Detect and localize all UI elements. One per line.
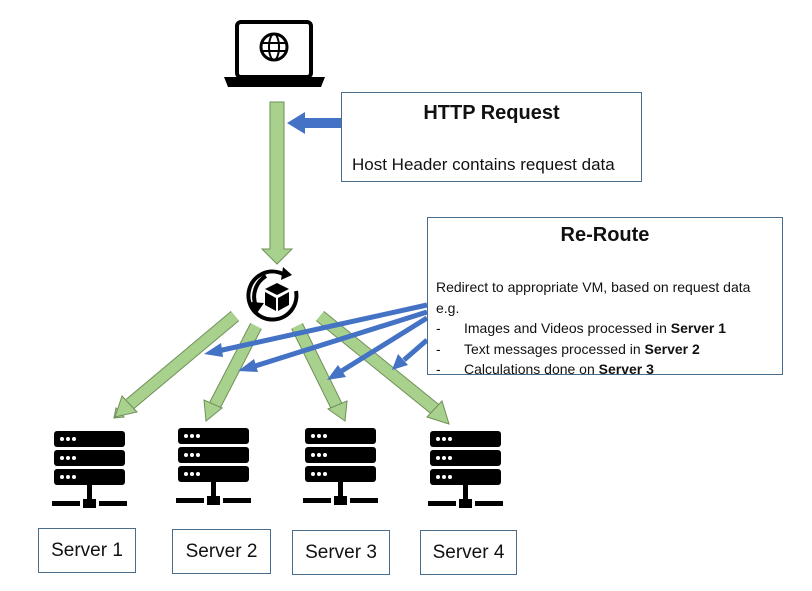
rule-target: Server 2 (644, 340, 700, 357)
http-request-arrow (287, 112, 341, 134)
server-rack-icon-3 (303, 428, 378, 505)
reroute-rule-3: - Calculations done on Server 3 (436, 359, 778, 380)
http-request-description: Host Header contains request data (352, 155, 615, 174)
rule-text: Text messages processed in (464, 340, 645, 357)
http-request-box: HTTP Request Host Header contains reques… (341, 92, 642, 182)
redirect-arrows (204, 302, 429, 380)
server-label-1: Server 1 (38, 528, 136, 573)
request-flow-arrow (260, 101, 294, 265)
route-arrow-server-1-shaft (114, 311, 240, 418)
rule-target: Server 3 (598, 361, 654, 377)
reroute-description: Redirect to appropriate VM, based on req… (436, 277, 778, 380)
server-label-2: Server 2 (172, 529, 271, 574)
reroute-title: Re-Route (560, 224, 650, 246)
bullet-dash: - (436, 340, 441, 357)
bullet-dash: - (436, 320, 441, 336)
server-label-4: Server 4 (420, 530, 517, 575)
route-arrow-server-3 (291, 323, 348, 422)
server-rack-icon-1 (52, 431, 127, 508)
reroute-eg: e.g. (436, 299, 460, 316)
route-arrow-server-2 (203, 323, 262, 422)
bullet-dash: - (436, 361, 441, 377)
http-request-title: HTTP Request (423, 102, 560, 124)
rule-target: Server 1 (670, 320, 727, 336)
route-arrow-server-4 (315, 310, 450, 425)
server-rack-icon-4 (428, 431, 503, 508)
rule-text: Images and Videos processed in (464, 320, 671, 336)
laptop-globe-icon (224, 20, 325, 87)
rule-text: Calculations done on (464, 361, 599, 377)
reroute-rule-2: - Text messages processed in Server 2 (436, 339, 778, 360)
reroute-rule-1: - Images and Videos processed in Server 1 (436, 318, 778, 339)
reroute-intro: Redirect to appropriate VM, based on req… (436, 279, 751, 295)
server-label-3: Server 3 (292, 530, 390, 575)
package-sync-icon (246, 267, 299, 322)
server-rack-icon-2 (176, 428, 251, 505)
reroute-box: Re-Route Redirect to appropriate VM, bas… (427, 217, 783, 377)
